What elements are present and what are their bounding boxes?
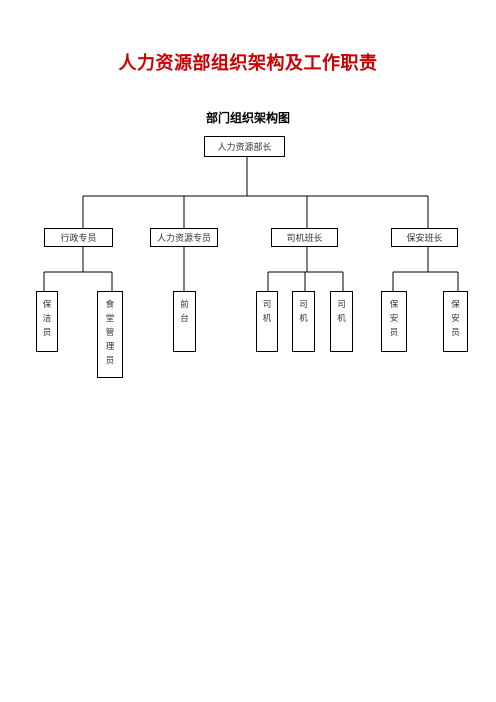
node-admin-specialist: 行政专员 bbox=[44, 228, 113, 247]
node-label: 前台 bbox=[180, 300, 189, 324]
node-label: 人力资源专员 bbox=[156, 234, 211, 244]
document-title: 人力资源部组织架构及工作职责 bbox=[118, 53, 378, 74]
node-label: 保安员 bbox=[389, 300, 399, 338]
node-label: 保洁员 bbox=[42, 300, 52, 338]
node-label: 司机 bbox=[262, 300, 272, 324]
node-label: 保安班长 bbox=[406, 234, 443, 244]
root-label: 人力资源部长 bbox=[217, 143, 272, 153]
node-label: 保安员 bbox=[451, 300, 460, 338]
node-security-guard-2: 保安员 bbox=[443, 291, 468, 352]
node-label: 司机 bbox=[299, 300, 308, 324]
node-security-leader: 保安班长 bbox=[391, 228, 458, 247]
node-label: 司机班长 bbox=[286, 234, 323, 244]
node-security-guard-1: 保安员 bbox=[381, 291, 407, 352]
root-node: 人力资源部长 bbox=[204, 136, 285, 157]
node-label: 司机 bbox=[337, 300, 346, 324]
node-driver-leader: 司机班长 bbox=[271, 228, 338, 247]
node-label: 行政专员 bbox=[60, 234, 97, 244]
node-driver-1: 司机 bbox=[256, 291, 278, 352]
node-label: 食堂管理员 bbox=[105, 300, 115, 366]
node-driver-2: 司机 bbox=[292, 291, 315, 352]
node-canteen-manager: 食堂管理员 bbox=[97, 291, 123, 378]
node-driver-3: 司机 bbox=[330, 291, 353, 352]
node-cleaner: 保洁员 bbox=[36, 291, 58, 352]
node-reception: 前台 bbox=[173, 291, 196, 352]
node-hr-specialist: 人力资源专员 bbox=[150, 228, 218, 247]
chart-subtitle: 部门组织架构图 bbox=[205, 111, 290, 125]
